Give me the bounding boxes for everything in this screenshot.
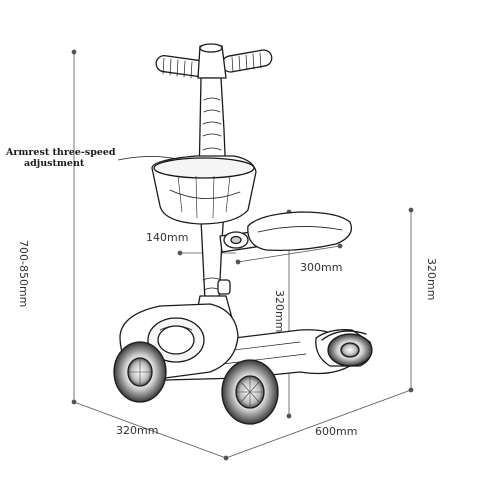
annotation-label-line2: adjustment	[24, 158, 85, 169]
base-length-label: 600mm	[315, 425, 358, 438]
seat-length-label: 300mm	[300, 261, 343, 274]
handle-width-label: 140mm	[146, 231, 189, 244]
overall-height-label: 700-850mm	[17, 240, 30, 308]
annotation-label-line1: Armrest three-speed	[6, 147, 116, 158]
base-width-label: 320mm	[116, 424, 159, 437]
scooter	[113, 43, 373, 425]
seat	[247, 211, 353, 252]
seat-height-inner-label: 320mm	[273, 290, 286, 333]
seat-height-outer-label: 320mm	[425, 258, 438, 301]
